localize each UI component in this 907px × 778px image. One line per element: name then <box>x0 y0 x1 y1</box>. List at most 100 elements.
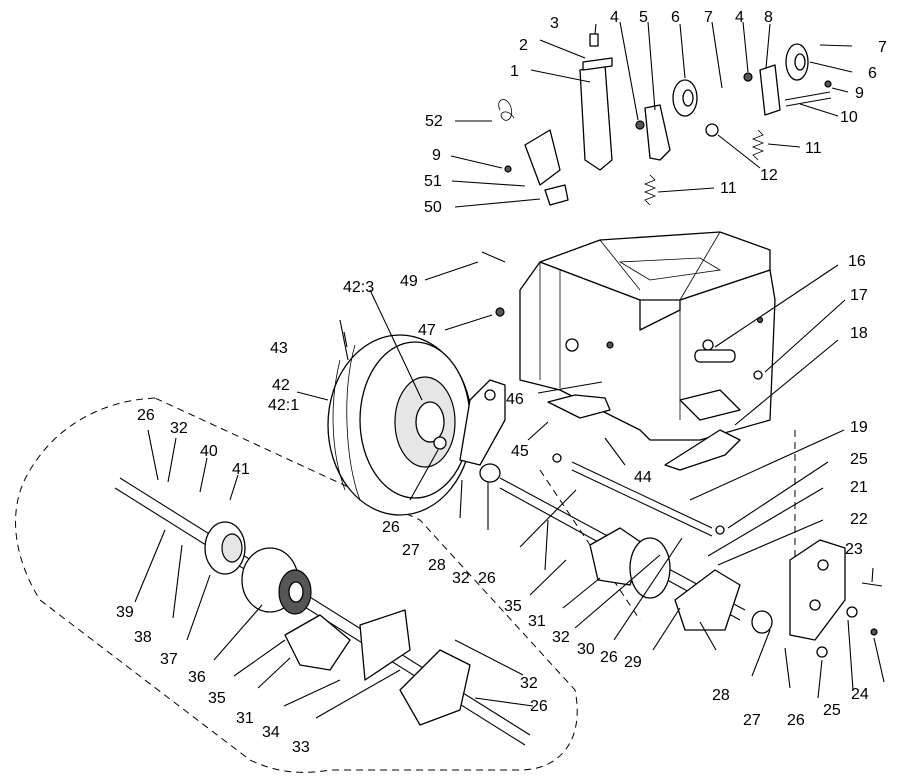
washer-26a <box>552 453 562 463</box>
nut-4b <box>743 72 753 82</box>
callout-26d: 26 <box>600 649 618 666</box>
callout-46: 46 <box>506 391 524 408</box>
disc-30 <box>629 537 671 599</box>
wheel <box>327 334 473 516</box>
bracket-2 <box>582 57 613 71</box>
housing-29 <box>674 569 741 631</box>
callout-42-3: 42:3 <box>343 279 374 296</box>
washer-26f <box>816 646 828 658</box>
callout-47: 47 <box>418 322 436 339</box>
callout-7b: 7 <box>878 39 887 56</box>
differential-36 <box>241 547 312 615</box>
bolt-49 <box>481 251 506 263</box>
callout-17: 17 <box>850 287 868 304</box>
callout-23: 23 <box>845 541 863 558</box>
callout-4b: 4 <box>735 9 744 26</box>
spring-11b <box>751 129 765 161</box>
callout-31b: 31 <box>236 710 254 727</box>
callout-5: 5 <box>639 9 648 26</box>
callout-37: 37 <box>160 651 178 668</box>
link-45 <box>547 394 611 419</box>
pin-43 <box>339 319 349 361</box>
callout-32a: 32 <box>170 420 188 437</box>
callout-2: 2 <box>519 37 528 54</box>
callout-44: 44 <box>634 469 652 486</box>
nut-4a <box>635 120 645 130</box>
callout-27b: 27 <box>743 712 761 729</box>
callout-32b: 32 <box>452 570 470 587</box>
callout-34: 34 <box>262 724 280 741</box>
callout-42: 42 <box>272 377 290 394</box>
lever-5 <box>644 104 671 161</box>
callout-22: 22 <box>850 511 868 528</box>
callout-35a: 35 <box>504 598 522 615</box>
shaft-19 <box>571 461 713 537</box>
callout-30: 30 <box>577 641 595 658</box>
nut-47 <box>495 307 505 317</box>
bolt-23 <box>861 582 883 587</box>
callout-35b: 35 <box>208 690 226 707</box>
callout-8: 8 <box>764 9 773 26</box>
callout-6a: 6 <box>671 9 680 26</box>
callout-38: 38 <box>134 629 152 646</box>
main-frame <box>519 231 776 441</box>
arm-18 <box>664 429 741 471</box>
side-plate-left <box>459 379 506 466</box>
callout-labels: 3 2 1 4 5 6 7 4 8 7 6 9 10 11 12 11 52 9… <box>116 9 887 756</box>
side-plate-right <box>789 539 846 641</box>
block-50 <box>544 184 569 206</box>
callout-18: 18 <box>850 325 868 342</box>
washer-12 <box>705 123 719 137</box>
bushing-28a <box>479 463 501 483</box>
leader-lines <box>134 21 885 719</box>
callout-49: 49 <box>400 273 418 290</box>
callout-41: 41 <box>232 461 250 478</box>
callout-7a: 7 <box>704 9 713 26</box>
callout-24: 24 <box>851 686 869 703</box>
housing-33 <box>399 649 471 726</box>
washer-9b <box>824 80 832 88</box>
callout-26e: 26 <box>530 698 548 715</box>
callout-16: 16 <box>848 253 866 270</box>
nut-24 <box>870 628 878 636</box>
callout-9b: 9 <box>855 85 864 102</box>
callout-11a: 11 <box>720 180 737 197</box>
bolt-3 <box>589 33 599 47</box>
callout-1: 1 <box>510 63 519 80</box>
callout-28b: 28 <box>712 687 730 704</box>
callout-26f: 26 <box>787 712 805 729</box>
callout-26b: 26 <box>382 519 400 536</box>
callout-52: 52 <box>425 113 443 130</box>
callout-43: 43 <box>270 340 288 357</box>
callout-6b: 6 <box>868 65 877 82</box>
subassembly-outline <box>15 397 578 773</box>
callout-40: 40 <box>200 443 218 460</box>
callout-51: 51 <box>424 173 442 190</box>
washer-25b <box>846 606 858 618</box>
callout-10: 10 <box>840 109 858 126</box>
bushing-28b <box>751 610 773 634</box>
callout-9a: 9 <box>432 147 441 164</box>
callout-12: 12 <box>760 167 778 184</box>
callout-4a: 4 <box>610 9 619 26</box>
callout-11b: 11 <box>805 140 822 157</box>
callout-27a: 27 <box>402 542 420 559</box>
washer-25a <box>715 525 725 535</box>
callout-26c: 26 <box>478 570 496 587</box>
callout-29: 29 <box>624 654 642 671</box>
washer-17 <box>753 370 763 380</box>
bracket-51 <box>524 129 561 186</box>
callout-19: 19 <box>850 419 868 436</box>
callout-36: 36 <box>188 669 206 686</box>
disc-34 <box>359 609 411 681</box>
callout-21: 21 <box>850 479 868 496</box>
callout-32d: 32 <box>520 675 538 692</box>
washer-9a <box>504 165 512 173</box>
callout-39: 39 <box>116 604 134 621</box>
callout-42-1: 42:1 <box>268 397 299 414</box>
callout-50: 50 <box>424 199 442 216</box>
callout-26a: 26 <box>137 407 155 424</box>
callout-28a: 28 <box>428 557 446 574</box>
